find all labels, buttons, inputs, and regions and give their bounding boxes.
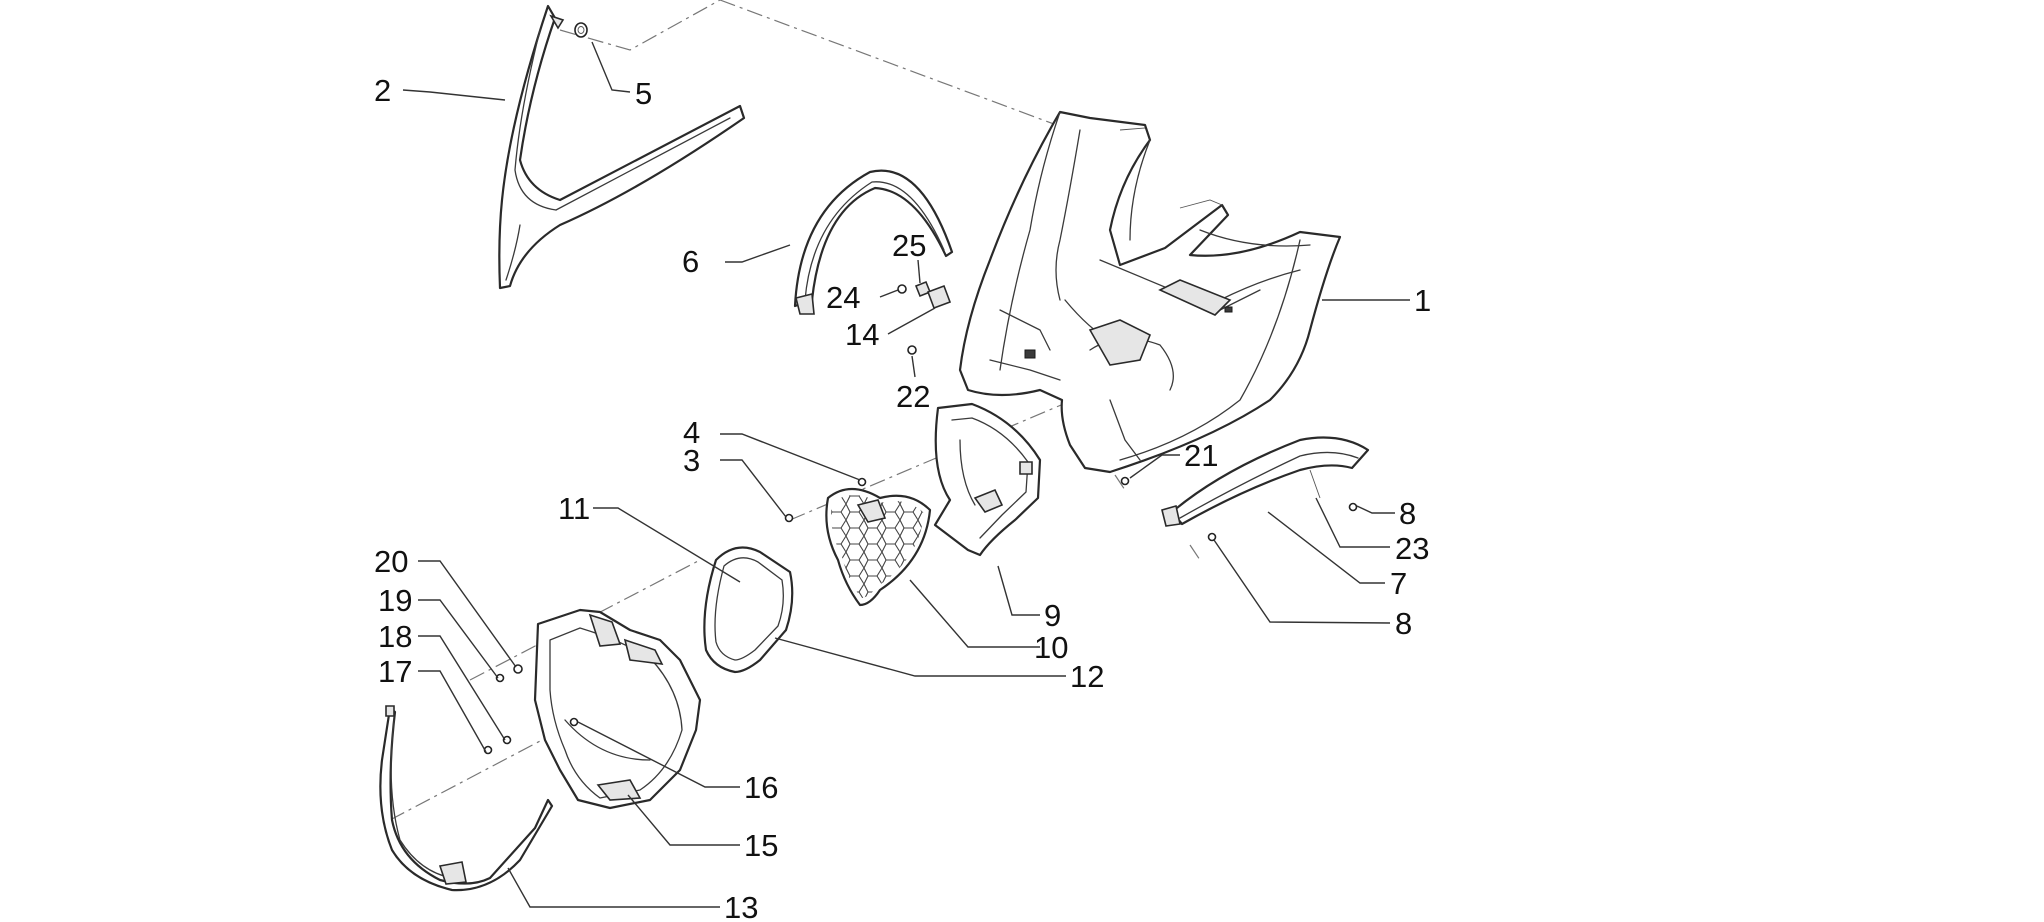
- screw-22: [907, 345, 917, 355]
- part-1-front-shield: [958, 110, 1342, 474]
- callout-6: 6: [682, 244, 699, 279]
- part-12-lamp-surround: [703, 546, 794, 674]
- part-9-lamp-bracket: [933, 402, 1042, 557]
- callout-13: 13: [724, 890, 758, 922]
- callout-11: 11: [558, 491, 590, 526]
- callout-labels: 1 2 3 4 5 6 7 8 8 9 10 11 12 13 14 15 16…: [374, 73, 1431, 922]
- part-10-mesh-grille: [825, 487, 932, 607]
- callout-20: 20: [374, 544, 408, 579]
- screw-3: [784, 513, 794, 523]
- screw-21: [1120, 476, 1130, 486]
- callout-2: 2: [374, 73, 391, 108]
- screw-24: [897, 284, 907, 294]
- callout-23: 23: [1395, 531, 1429, 566]
- screw-8-upper: [1348, 502, 1358, 512]
- callout-21: 21: [1184, 438, 1218, 473]
- callout-4: 4: [683, 415, 700, 450]
- callout-10: 10: [1034, 630, 1068, 665]
- screw-8-lower: [1207, 532, 1217, 542]
- screw-19: [495, 673, 505, 683]
- callout-18: 18: [378, 619, 412, 654]
- callout-22: 22: [896, 379, 930, 414]
- clip-14: [926, 284, 952, 310]
- callout-8-upper: 8: [1399, 496, 1416, 531]
- callout-24: 24: [826, 280, 860, 315]
- callout-9: 9: [1044, 598, 1061, 633]
- callout-7: 7: [1390, 566, 1407, 601]
- callout-8-lower: 8: [1395, 606, 1412, 641]
- callout-5: 5: [635, 76, 652, 111]
- callout-12: 12: [1070, 659, 1104, 694]
- screw-18: [502, 735, 512, 745]
- leader-lines: [402, 41, 1410, 908]
- fasteners: [483, 280, 1358, 755]
- callout-25: 25: [892, 228, 926, 263]
- part-2-upper-trim: [498, 4, 746, 290]
- part-15-lamp-housing: [533, 608, 702, 810]
- callout-16: 16: [744, 770, 778, 805]
- callout-15: 15: [744, 828, 778, 863]
- callout-17: 17: [378, 654, 412, 689]
- screw-16: [569, 717, 579, 727]
- callout-19: 19: [378, 583, 412, 618]
- part-13-lower-trim: [379, 705, 554, 892]
- part-5-washer: [574, 22, 588, 38]
- part-6-arch-trim: [793, 169, 954, 315]
- part-7-side-trim: [1161, 436, 1370, 527]
- callout-1: 1: [1414, 283, 1431, 318]
- callout-3: 3: [683, 443, 700, 478]
- screw-4: [857, 477, 867, 487]
- callout-14: 14: [845, 317, 879, 352]
